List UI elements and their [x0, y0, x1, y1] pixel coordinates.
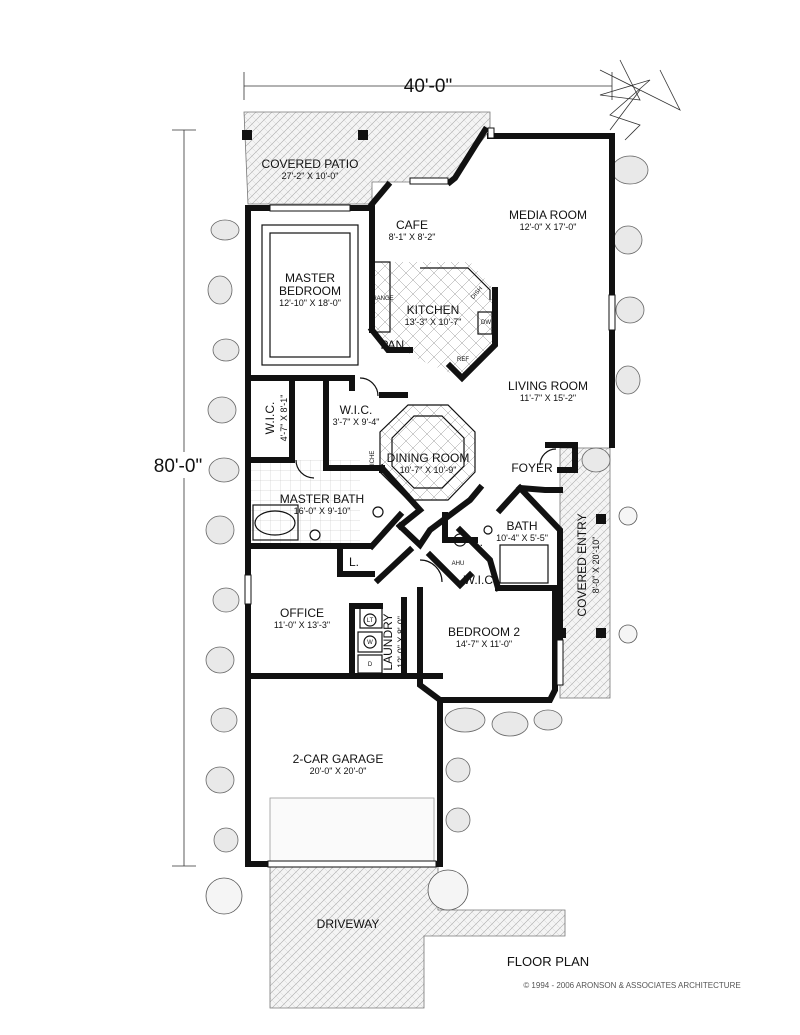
garage-size: 20'-0" X 20'-0": [310, 766, 367, 776]
wic-master-size: 4'-7" X 8'-1": [279, 395, 289, 442]
overall-width-label: 40'-0": [404, 76, 452, 97]
kitchen-name: KITCHEN: [407, 303, 460, 317]
washer-label: W: [367, 640, 373, 646]
cafe-size: 8'-1" X 8'-2": [389, 232, 436, 242]
plan-title: FLOOR PLAN: [507, 954, 589, 969]
wic-center-size: 3'-7" X 9'-4": [333, 417, 380, 427]
covered-entry-name: COVERED ENTRY: [575, 513, 589, 616]
dining-room-size: 10'-7" X 10'-9": [400, 465, 457, 475]
master-bedroom-name-2: BEDROOM: [279, 284, 341, 298]
ref-label: REF: [457, 357, 469, 363]
laundry-name: LAUNDRY: [381, 613, 395, 670]
room-labels: COVERED PATIO 27'-2" X 10'-0" CAFE 8'-1"…: [262, 157, 601, 931]
range-label: RANGE: [372, 296, 393, 302]
linen-bath-name: L.: [473, 535, 483, 549]
covered-patio-size: 27'-2" X 10'-0": [282, 171, 339, 181]
wic-center-name: W.I.C.: [340, 403, 373, 417]
kitchen-size: 13'-3" X 10'-7": [405, 317, 462, 327]
covered-entry-size: 8'-0" X 20'-10": [591, 537, 601, 594]
linen-master-name: L.: [349, 555, 359, 569]
dimension-lines: [172, 72, 613, 867]
cafe-name: CAFE: [396, 218, 428, 232]
master-bedroom-size: 12'-10" X 18'-0": [279, 298, 341, 308]
master-bath-name: MASTER BATH: [280, 492, 364, 506]
dining-tile: [380, 405, 475, 500]
master-bath-size: 16'-0" X 9'-10": [294, 506, 351, 516]
walls: [245, 125, 615, 867]
laundry-tub-label: LT: [367, 618, 374, 624]
garage-name: 2-CAR GARAGE: [293, 752, 384, 766]
wic-master-name: W.I.C.: [263, 402, 277, 435]
bath-name: BATH: [506, 519, 537, 533]
overall-depth-label: 80'-0": [154, 456, 202, 477]
living-room-size: 11'-7" X 15'-2": [520, 393, 576, 403]
niche-label: NICHE: [370, 451, 376, 470]
driveway-name: DRIVEWAY: [317, 917, 380, 931]
copyright-notice: © 1994 - 2006 ARONSON & ASSOCIATES ARCHI…: [523, 981, 740, 990]
ahu-label: AHU: [452, 561, 465, 567]
living-room-name: LIVING ROOM: [508, 379, 588, 393]
covered-patio-name: COVERED PATIO: [262, 157, 359, 171]
office-name: OFFICE: [280, 606, 324, 620]
master-bedroom-name-1: MASTER: [285, 271, 335, 285]
bedroom2-name: BEDROOM 2: [448, 625, 520, 639]
hardscape: [243, 111, 611, 1009]
foyer-name: FOYER: [511, 461, 553, 475]
windows: [244, 127, 616, 868]
dw-label: DW: [481, 320, 491, 326]
dining-room-name: DINING ROOM: [387, 451, 470, 465]
interior-details: [252, 224, 557, 674]
bath-tile: [250, 460, 360, 545]
dryer-label: D: [368, 662, 373, 668]
bedroom2-size: 14'-7" X 11'-0": [456, 639, 512, 649]
bath-size: 10'-4" X 5'-5": [496, 533, 548, 543]
office-size: 11'-0" X 13'-3": [274, 620, 330, 630]
landscaping: [205, 59, 681, 915]
media-room-name: MEDIA ROOM: [509, 208, 587, 222]
pantry-name: PAN.: [380, 338, 407, 352]
wic-bed2-name: W.I.C.: [464, 573, 497, 587]
columns: [242, 130, 606, 638]
media-room-size: 12'-0" X 17'-0": [520, 222, 577, 232]
laundry-size: 12'-0" X 8'-0": [396, 616, 406, 668]
